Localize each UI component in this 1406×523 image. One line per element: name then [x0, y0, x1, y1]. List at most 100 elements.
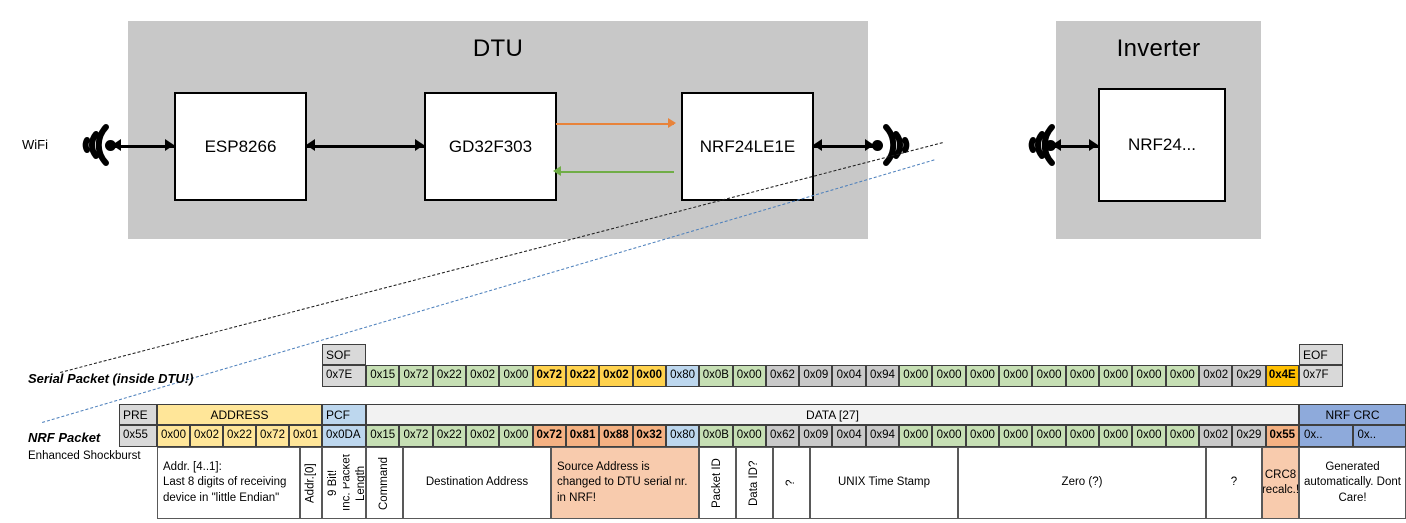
nrf-crc-byte-1: 0x.. — [1352, 425, 1406, 447]
note-command: Command — [366, 447, 403, 519]
nrf-byte-7: 0x88 — [599, 425, 633, 447]
serial-byte-16: 0x00 — [899, 365, 933, 387]
nrf-byte-2: 0x22 — [432, 425, 466, 447]
nrf-antenna-arrow-right — [865, 139, 874, 151]
nrf-pcf-header: PCF — [322, 404, 366, 425]
nrf-byte-27: 0x55 — [1265, 425, 1299, 447]
serial-byte-25: 0x02 — [1199, 365, 1233, 387]
wifi-antenna-icon — [82, 124, 109, 166]
note-data-id: Data ID? — [736, 447, 773, 519]
nrf-pre-header: PRE — [119, 404, 157, 425]
serial-byte-19: 0x00 — [999, 365, 1033, 387]
nrf-address-byte-0: 0x00 — [157, 425, 190, 447]
serial-byte-18: 0x00 — [965, 365, 1000, 387]
esp-gd32-arrow-left — [306, 139, 315, 151]
chip-esp8266-label: ESP8266 — [204, 136, 277, 156]
chip-nrf24le1e-label: NRF24LE1E — [699, 136, 796, 156]
serial-byte-10: 0x0B — [699, 365, 733, 387]
serial-byte-2: 0x22 — [432, 365, 466, 387]
tx-arrow-head — [668, 118, 676, 128]
nrf-byte-26: 0x29 — [1232, 425, 1266, 447]
rx-arrow-head — [553, 166, 561, 176]
serial-byte-8: 0x00 — [632, 365, 666, 387]
inverter-enclosure: Inverter — [1056, 21, 1261, 239]
nrf-byte-0: 0x15 — [366, 425, 400, 447]
inverter-link-arrow-right — [1089, 139, 1098, 151]
note-unknown-2: ? — [1206, 447, 1262, 519]
wifi-antenna-dot — [105, 140, 116, 151]
nrf-address-header: ADDRESS — [157, 404, 322, 425]
wifi-link-arrow-right — [165, 139, 174, 151]
nrf-byte-16: 0x00 — [899, 425, 933, 447]
dtu-antenna-dot — [872, 140, 883, 151]
note-unknown-1: ? — [773, 447, 810, 519]
serial-byte-13: 0x09 — [799, 365, 833, 387]
wifi-link-arrow-left — [112, 139, 121, 151]
serial-byte-15: 0x94 — [865, 365, 900, 387]
nrf-byte-14: 0x04 — [832, 425, 866, 447]
nrf-crc-header: NRF CRC — [1299, 404, 1406, 425]
note-zero: Zero (?) — [958, 447, 1206, 519]
note-addr0: Addr.[0] — [300, 447, 322, 519]
nrf-byte-11: 0x00 — [732, 425, 766, 447]
nrf-packet-sub-label: Enhanced Shockburst — [28, 450, 141, 462]
inverter-link-arrow-left — [1052, 139, 1061, 151]
nrf-byte-5: 0x72 — [532, 425, 566, 447]
nrf-byte-19: 0x00 — [999, 425, 1033, 447]
nrf-address-byte-3: 0x72 — [256, 425, 289, 447]
note-packet-length-b: Inc. Packet Length — [343, 454, 365, 512]
inverter-title: Inverter — [1116, 35, 1201, 62]
nrf-address-byte-2: 0x22 — [223, 425, 256, 447]
serial-byte-14: 0x04 — [832, 365, 866, 387]
tx-arrow-line — [556, 123, 674, 125]
chip-nrf24-inverter: NRF24... — [1098, 88, 1226, 202]
serial-byte-26: 0x29 — [1232, 365, 1266, 387]
inverter-link-line — [1052, 145, 1098, 148]
nrf-packet-row-label: NRF Packet — [28, 430, 101, 445]
nrf-byte-20: 0x00 — [1032, 425, 1066, 447]
nrf-address-byte-1: 0x02 — [190, 425, 223, 447]
serial-byte-27: 0x4E — [1265, 365, 1299, 387]
nrf-byte-23: 0x00 — [1132, 425, 1166, 447]
note-nrf-crc: Generated automatically. Dont Care! — [1299, 447, 1406, 519]
nrf-byte-24: 0x00 — [1165, 425, 1199, 447]
nrf-byte-13: 0x09 — [799, 425, 833, 447]
serial-byte-4: 0x00 — [499, 365, 533, 387]
nrf-data-header: DATA [27] — [366, 404, 1299, 425]
esp-gd32-arrow-right — [415, 139, 424, 151]
nrf-byte-3: 0x02 — [465, 425, 500, 447]
note-unix-time-stamp: UNIX Time Stamp — [810, 447, 958, 519]
dtu-radio-antenna-icon — [883, 124, 910, 166]
dtu-title: DTU — [472, 35, 524, 62]
serial-packet-row-label: Serial Packet (inside DTU!) — [28, 371, 194, 386]
serial-byte-0: 0x15 — [366, 365, 400, 387]
serial-byte-17: 0x00 — [932, 365, 966, 387]
note-packet-length-a: 9 Bit! — [326, 469, 339, 497]
nrf-byte-1: 0x72 — [399, 425, 433, 447]
packet-tables: Serial Packet (inside DTU!) NRF Packet E… — [0, 330, 1406, 523]
nrf-byte-8: 0x32 — [632, 425, 666, 447]
wifi-label: WiFi — [22, 137, 48, 152]
nrf-byte-25: 0x02 — [1199, 425, 1233, 447]
chip-nrf24-inverter-label: NRF24... — [1127, 135, 1197, 155]
nrf-byte-18: 0x00 — [965, 425, 1000, 447]
chip-gd32f303: GD32F303 — [424, 92, 557, 201]
serial-byte-21: 0x00 — [1065, 365, 1100, 387]
nrf-byte-22: 0x00 — [1099, 425, 1133, 447]
serial-byte-7: 0x02 — [599, 365, 633, 387]
nrf-pcf-value: 0x0DA — [322, 425, 366, 447]
nrf-pre-value: 0x55 — [119, 425, 157, 447]
serial-eof-value: 0x7F — [1299, 365, 1343, 387]
note-packet-id: Packet ID — [699, 447, 736, 519]
note-address: Addr. [4..1]: Last 8 digits of receiving… — [157, 447, 300, 519]
nrf-byte-4: 0x00 — [499, 425, 533, 447]
serial-byte-6: 0x22 — [565, 365, 600, 387]
chip-esp8266: ESP8266 — [174, 92, 307, 201]
inverter-antenna-dot — [1045, 140, 1056, 151]
nrf-byte-6: 0x81 — [565, 425, 600, 447]
serial-byte-12: 0x62 — [765, 365, 800, 387]
note-crc8: CRC8 recalc.! — [1262, 447, 1299, 519]
serial-byte-20: 0x00 — [1032, 365, 1066, 387]
nrf-byte-21: 0x00 — [1065, 425, 1100, 447]
block-diagram: DTU Inverter WiFi ESP8266 GD32F303 NRF24… — [22, 21, 1261, 239]
